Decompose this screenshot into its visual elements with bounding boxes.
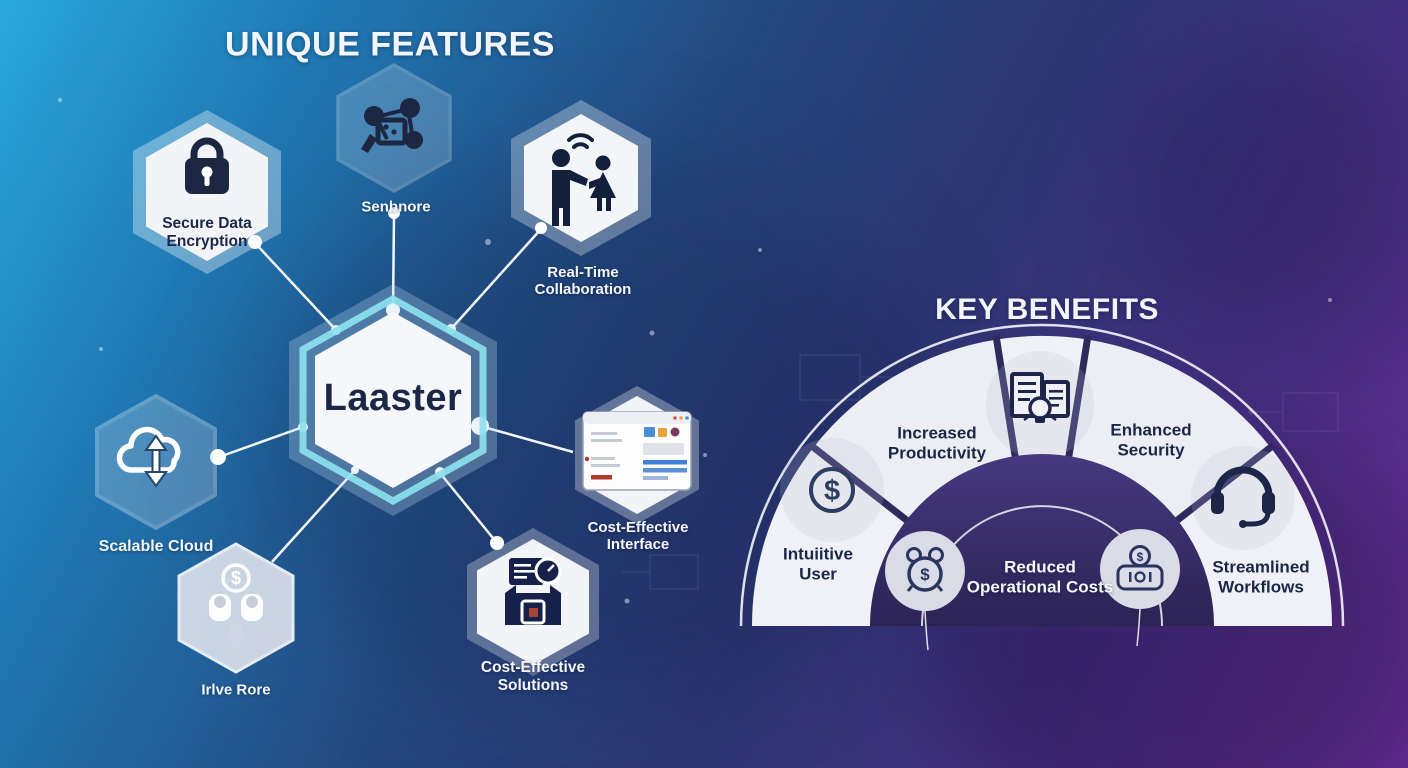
feature-label-senbnore: Senbnore: [361, 198, 431, 216]
dashboard-window-icon: [582, 411, 692, 491]
feature-label-secure-data: Secure Data Encryption: [162, 215, 252, 250]
benefit-label-enhanced-security: Enhanced Security: [1110, 420, 1192, 459]
feature-hexagon-secure-data: [133, 110, 281, 274]
money-users-down-icon: $: [209, 563, 263, 649]
unique-features-title: UNIQUE FEATURES: [225, 25, 555, 64]
feature-hexagon-senbnore: [336, 62, 452, 194]
feature-hexagon-irlve-rore: $: [177, 542, 295, 674]
svg-text:$: $: [231, 568, 241, 588]
svg-text:$: $: [1137, 550, 1144, 564]
lock-icon: [185, 137, 229, 194]
cloud-scale-icon: [116, 426, 181, 488]
benefits-gauge: $: [739, 323, 1345, 651]
key-benefits-title: KEY BENEFITS: [935, 292, 1159, 326]
gauge-tick-right: [1136, 608, 1141, 647]
receipt-box-icon: [505, 557, 562, 625]
feature-hexagon-solutions: [467, 528, 599, 676]
center-hexagon: [289, 284, 497, 516]
center-product-label: Laaster: [323, 377, 463, 420]
benefit-label-streamlined-workflows: Streamlined Workflows: [1212, 557, 1310, 596]
feature-label-solutions: Cost-Effective Solutions: [480, 659, 586, 694]
benefit-label-reduced-costs: Reduced Operational Costs: [966, 557, 1114, 596]
svg-text:$: $: [920, 565, 930, 584]
network-blueprint-icon: [361, 98, 423, 153]
feature-label-irlve-rore: Irlve Rore: [201, 681, 271, 699]
alarm-clock-dollar-icon: $: [906, 547, 944, 592]
people-collaboration-icon: [552, 133, 616, 226]
speck-dots: [58, 98, 1332, 604]
headset-icon: [1211, 466, 1275, 528]
gauge-tick-left: [924, 610, 929, 651]
feature-label-realtime: Real-Time Collaboration: [534, 263, 632, 298]
feature-hexagon-realtime: [511, 100, 651, 256]
documents-lightbulb-icon: [1010, 372, 1070, 423]
connector-lines: [218, 214, 574, 563]
dollar-circle-icon: $: [809, 467, 855, 513]
feature-hexagon-interface: [575, 386, 699, 524]
feature-hexagon-scalable-cloud: [95, 393, 217, 531]
benefit-label-intuitive-user: Intuiitive User: [783, 544, 853, 583]
benefit-label-increased-productivity: Increased Productivity: [887, 423, 987, 462]
feature-label-interface: Cost-Effective Interface: [587, 518, 689, 553]
money-bag-icon: $: [1116, 545, 1164, 591]
svg-text:$: $: [824, 475, 840, 507]
feature-label-scalable-cloud: Scalable Cloud: [98, 537, 214, 555]
gauge-outer-arc: [739, 323, 1345, 627]
